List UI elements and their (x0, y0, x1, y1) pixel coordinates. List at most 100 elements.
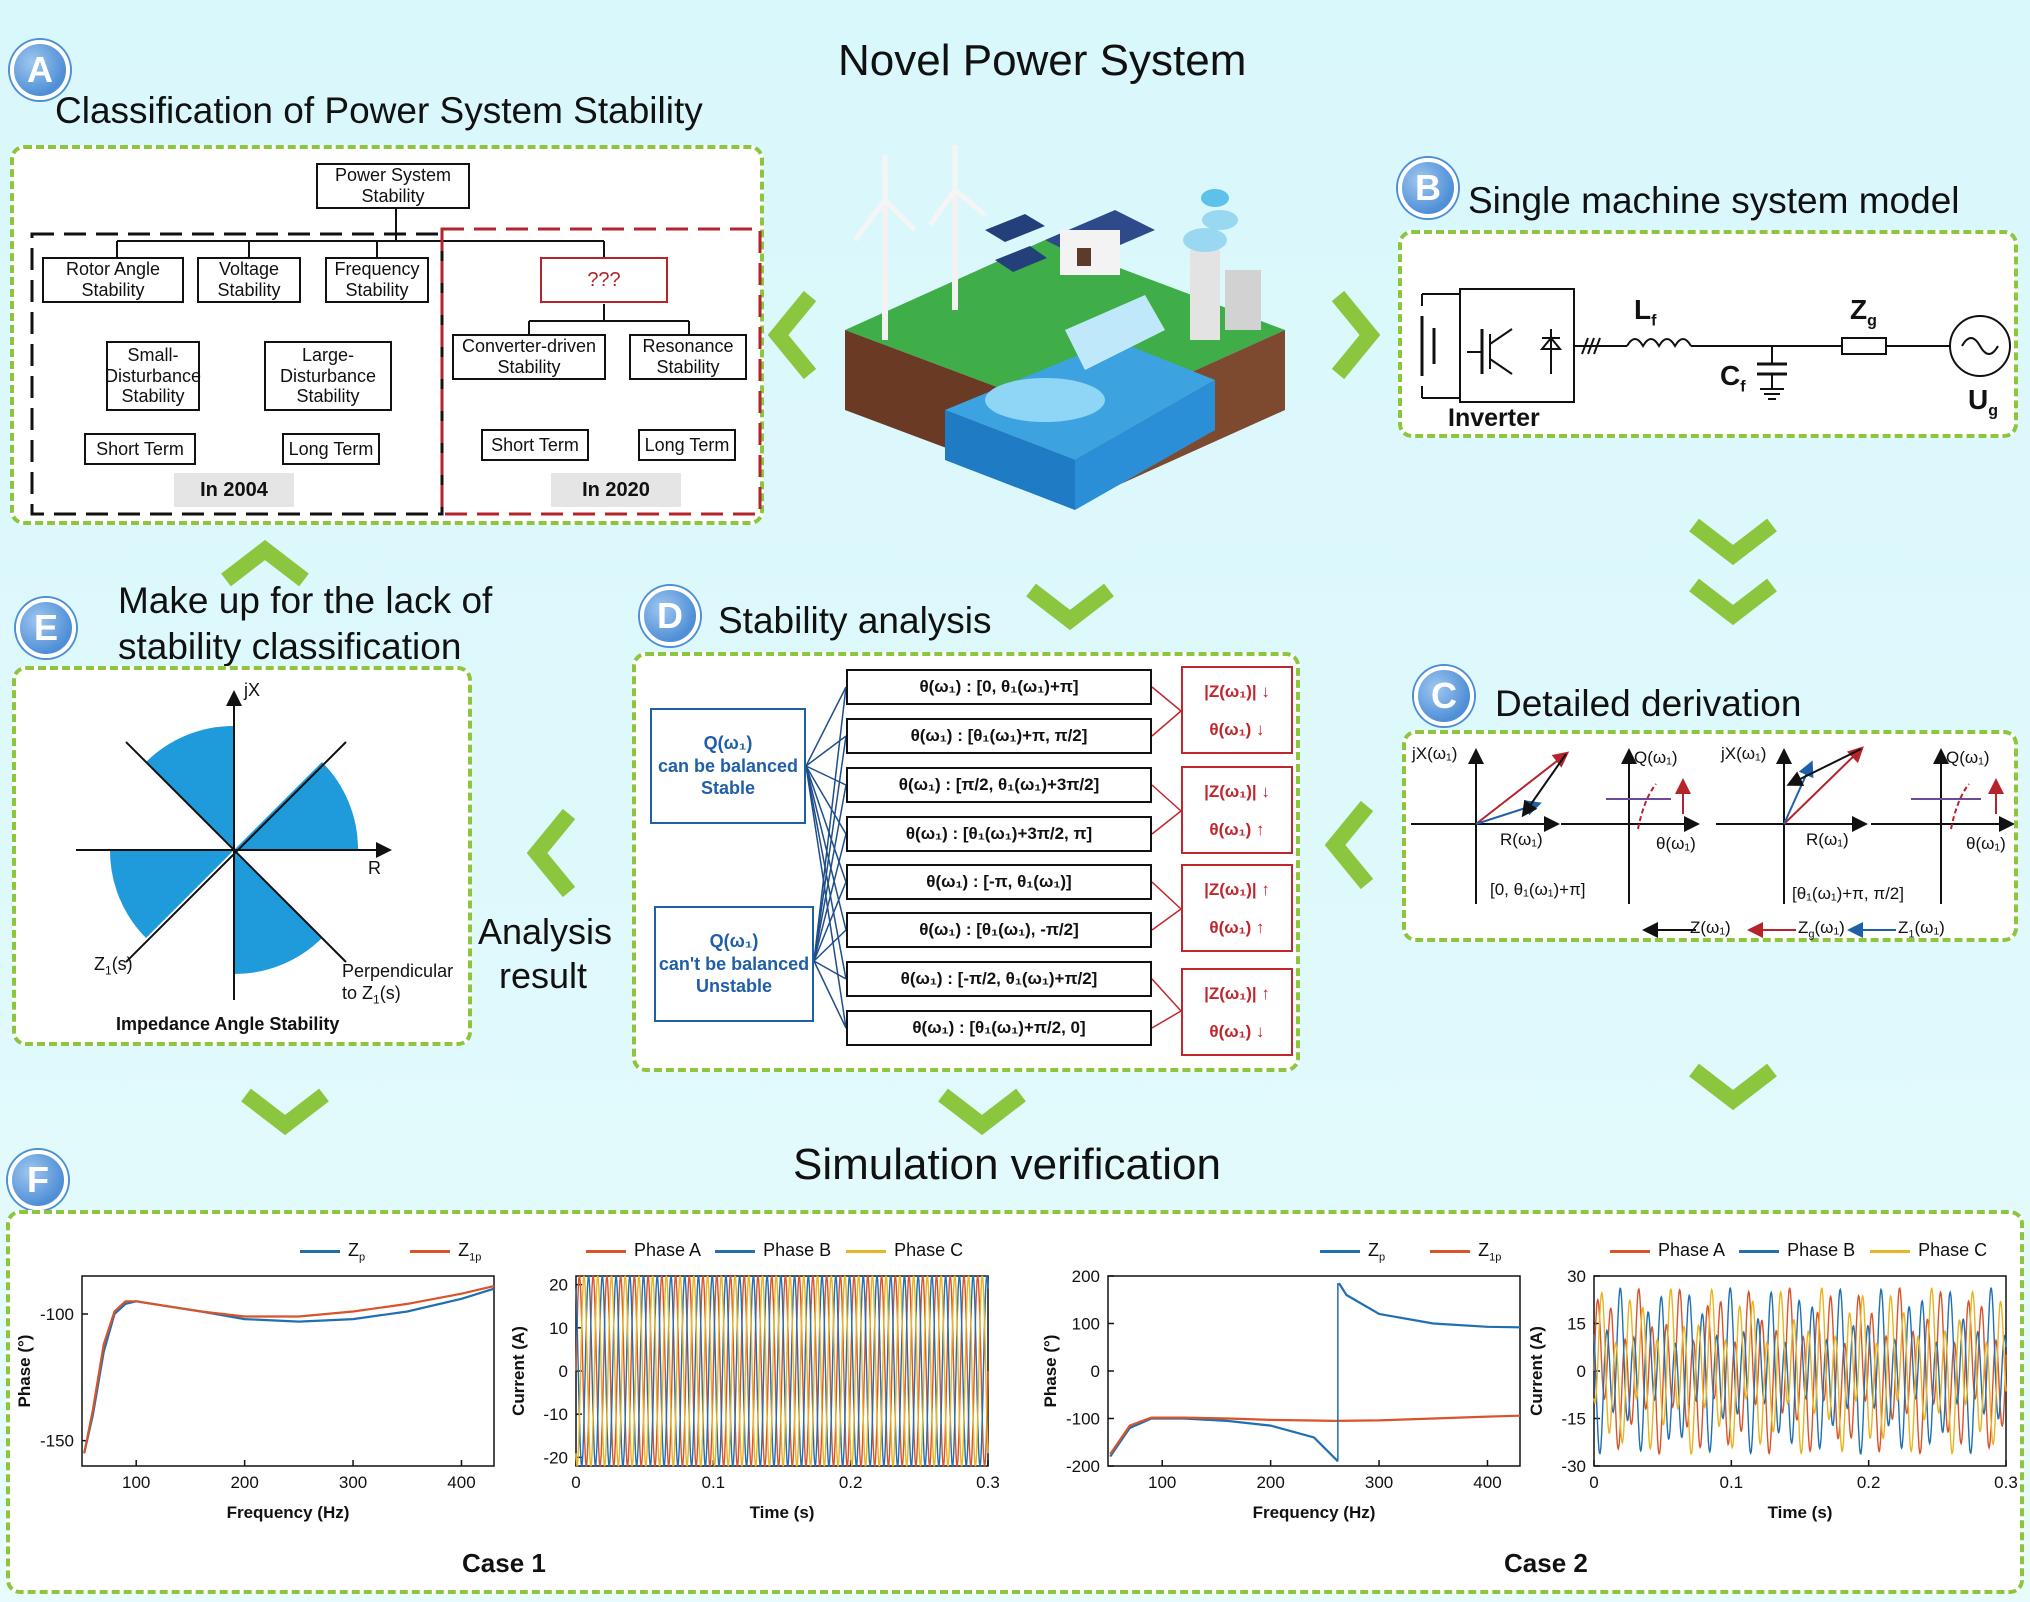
small-disturbance-box: Small-Disturbance Stability (105, 341, 201, 411)
e-z1-label: Z1(s) (94, 954, 133, 978)
chart-1-xlabel: Frequency (Hz) (227, 1503, 350, 1522)
c-legend-zg: Zg(ω₁) (1798, 918, 1845, 940)
chart-2-ytick-label: -20 (543, 1448, 568, 1467)
magnitude-box-1: |Z(ω₁)| ↓ θ(ω₁) ↓ (1181, 666, 1293, 754)
chart-3-ytick-label: 0 (1091, 1362, 1100, 1381)
year-2020-tag: In 2020 (551, 473, 681, 507)
chevron-left-icon-3 (527, 808, 577, 898)
panel-a-connectors (30, 209, 762, 516)
chart-2-ytick-label: -10 (543, 1405, 568, 1424)
case-2-label: Case 2 (1504, 1548, 1588, 1578)
theta-range-8: θ(ω₁) : [θ₁(ω₁)+π/2, 0] (846, 1010, 1152, 1046)
chart-1-ylabel: Phase (°) (15, 1335, 34, 1408)
badge-e: E (16, 598, 76, 658)
panel-e: jX R Z1(s) Perpendicular to Z1(s) Impeda… (12, 666, 472, 1046)
c-range-2: [θ₁(ω₁)+π, π/2] (1792, 884, 1904, 903)
chart-4-series-Phase-B (1593, 1287, 2007, 1455)
legend-z1p: Z (458, 1240, 470, 1260)
chart-3-series-Z1p (1109, 1414, 1521, 1455)
chart-3-xtick-label: 400 (1473, 1473, 1501, 1492)
panel-b: Inverter Lf Cf Zg Ug (1398, 230, 2018, 438)
magnitude-2-t: θ(ω₁) ↑ (1209, 820, 1265, 839)
chart-3-ylabel: Phase (°) (1041, 1335, 1060, 1408)
chart-1-frame (81, 1275, 495, 1467)
c-legend-zg-text: Z (1798, 918, 1809, 937)
derivation-diagram (1411, 746, 2014, 938)
analysis-result-line-1: Analysis (478, 911, 613, 952)
cf-label: Cf (1720, 360, 1746, 397)
stable-line-3: Stable (700, 778, 756, 799)
chart-3-frame (1107, 1275, 1521, 1467)
ug-label: Ug (1968, 384, 1998, 421)
chart-4-series-Phase-C (1593, 1287, 2007, 1455)
chart-3-series-Zp (1109, 1282, 1521, 1463)
chart-4-ylabel: Current (A) (1527, 1326, 1546, 1416)
chart-4-ytick-label: -30 (1561, 1457, 1586, 1476)
resonance-box: Resonance Stability (629, 334, 747, 380)
legend-case2-current: Phase A Phase B Phase C (1610, 1240, 1987, 1261)
c-legend-z1: Z1(ω₁) (1898, 918, 1945, 940)
unstable-line-3: Unstable (695, 976, 773, 997)
c-q-label-1: Q(ω₁) (1634, 748, 1678, 767)
legend-zp-sub: p (359, 1251, 366, 1264)
chart-2-ytick-label: 0 (559, 1362, 568, 1381)
chart-2-series-Phase-B (575, 1275, 989, 1467)
e-z1-tail: (s) (111, 954, 133, 974)
c-theta-label-1: θ(ω₁) (1656, 834, 1696, 853)
chart-1-xtick-label: 300 (339, 1473, 367, 1492)
chart-3-ytick-label: -200 (1066, 1457, 1100, 1476)
legend-case1-phase: Zp Z1p (300, 1240, 481, 1264)
c-q-label-2: Q(ω₁) (1946, 748, 1990, 767)
e-caption: Impedance Angle Stability (116, 1014, 340, 1034)
chart-2-series-Phase-A (575, 1275, 989, 1467)
legend-phase-b-2: Phase B (1787, 1240, 1856, 1260)
badge-f: F (8, 1150, 68, 1210)
chart-2-xtick-label: 0.2 (839, 1473, 863, 1492)
lf-subscript: f (1651, 312, 1657, 330)
c-jx-label-2: jX(ω₁) (1721, 744, 1767, 763)
legend-phase-c-2: Phase C (1918, 1240, 1988, 1260)
c-legend-zg-sub: g (1808, 928, 1815, 941)
chevron-down-icon-d-top (1025, 580, 1115, 636)
ug-text: U (1968, 384, 1989, 415)
section-e-title-line-2: stability classification (118, 626, 462, 667)
badge-b: B (1398, 158, 1458, 218)
e-perp-line-2a: to Z (342, 983, 374, 1003)
magnitude-box-2: |Z(ω₁)| ↓ θ(ω₁) ↑ (1181, 766, 1293, 854)
cf-subscript: f (1740, 378, 1746, 396)
stable-line-1: Q(ω₁) (703, 733, 753, 754)
chart-1-series-Z1p (83, 1285, 495, 1454)
chevron-left-icon-2 (1325, 800, 1375, 890)
rotor-angle-box: Rotor Angle Stability (42, 257, 184, 303)
cf-text: C (1720, 360, 1741, 391)
chevron-left-icon (768, 290, 818, 380)
zg-label: Zg (1850, 294, 1877, 331)
chart-4-xtick-label: 0.2 (1857, 1473, 1881, 1492)
magnitude-3-t: θ(ω₁) ↑ (1209, 918, 1265, 937)
ug-subscript: g (1988, 402, 1999, 420)
chart-3-ytick-label: 200 (1072, 1267, 1100, 1286)
chart-1-xtick-label: 400 (447, 1473, 475, 1492)
legend-phase-c-1: Phase C (894, 1240, 964, 1260)
magnitude-2-z: |Z(ω₁)| ↓ (1204, 782, 1270, 801)
chart-1-ytick-label: -150 (40, 1432, 74, 1451)
chart-4-ytick-label: 15 (1567, 1315, 1586, 1334)
theta-range-2: θ(ω₁) : [θ₁(ω₁)+π, π/2] (846, 718, 1152, 754)
section-e-title-line-1: Make up for the lack of (118, 580, 493, 621)
e-perpendicular-label: Perpendicular to Z1(s) (342, 960, 453, 1011)
c-legend-z: Z(ω₁) (1690, 918, 1731, 937)
e-perp-line-1: Perpendicular (342, 961, 454, 981)
chart-1-ytick-label: -100 (40, 1305, 74, 1324)
unstable-line-1: Q(ω₁) (709, 931, 759, 952)
c-legend-z1-tail: (ω₁) (1914, 918, 1945, 937)
c-r-label-1: R(ω₁) (1500, 830, 1543, 849)
large-disturbance-box: Large-Disturbance Stability (264, 341, 392, 411)
e-z1-sub: 1 (105, 963, 112, 978)
magnitude-box-4: |Z(ω₁)| ↑ θ(ω₁) ↓ (1181, 968, 1293, 1056)
chevron-up-icon (220, 535, 310, 591)
legend-case2-phase: Zp Z1p (1320, 1240, 1501, 1264)
panel-d: Q(ω₁) can be balanced Stable Q(ω₁) can't… (632, 652, 1300, 1072)
magnitude-1-t: θ(ω₁) ↓ (1209, 720, 1265, 739)
chart-3-xtick-label: 200 (1256, 1473, 1284, 1492)
chart-4-xlabel: Time (s) (1768, 1503, 1833, 1522)
